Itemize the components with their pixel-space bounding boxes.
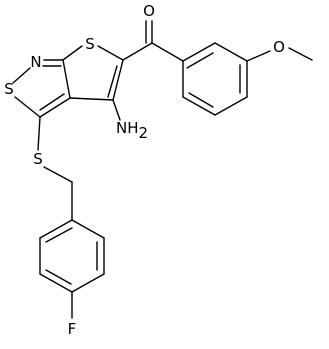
isothiazole-sulfur-label: S (4, 80, 14, 98)
amino-subscript: 2 (139, 124, 149, 142)
thioether-sulfur-label: S (33, 150, 43, 168)
amino-label: NH2 (116, 119, 148, 142)
bond (12, 67, 31, 84)
bond (37, 116, 41, 151)
bond (107, 65, 118, 98)
bond (188, 92, 214, 108)
bond-lines (12, 20, 313, 319)
bond (45, 227, 73, 243)
bond (39, 219, 73, 239)
bond (214, 96, 248, 116)
bond (246, 50, 271, 62)
bond (112, 99, 121, 121)
bond (62, 59, 71, 99)
bond (97, 45, 124, 61)
carbonyl-oxygen-label: O (143, 2, 155, 20)
bond (69, 97, 114, 101)
bond (39, 93, 65, 111)
thiophene-sulfur-label: S (85, 35, 95, 53)
bond (182, 96, 216, 116)
bond (62, 45, 83, 61)
bond (71, 273, 105, 293)
fluorine-label: F (68, 320, 77, 338)
isothiazole-nitrogen-label: N (30, 53, 41, 71)
bond (43, 166, 73, 183)
bond (182, 42, 216, 62)
bond (122, 42, 153, 61)
bond (45, 269, 72, 285)
bond (186, 52, 214, 69)
bond (39, 273, 73, 293)
methoxy-oxygen-label: O (273, 38, 285, 56)
bond (214, 42, 248, 62)
bond (14, 96, 41, 118)
bond (112, 59, 124, 101)
atom-labels: S N S O O NH2 S F (4, 2, 285, 338)
bond (39, 97, 71, 118)
bond (151, 42, 184, 62)
bond (288, 47, 313, 61)
amino-nh-text: NH (116, 119, 139, 137)
bond (71, 219, 105, 239)
